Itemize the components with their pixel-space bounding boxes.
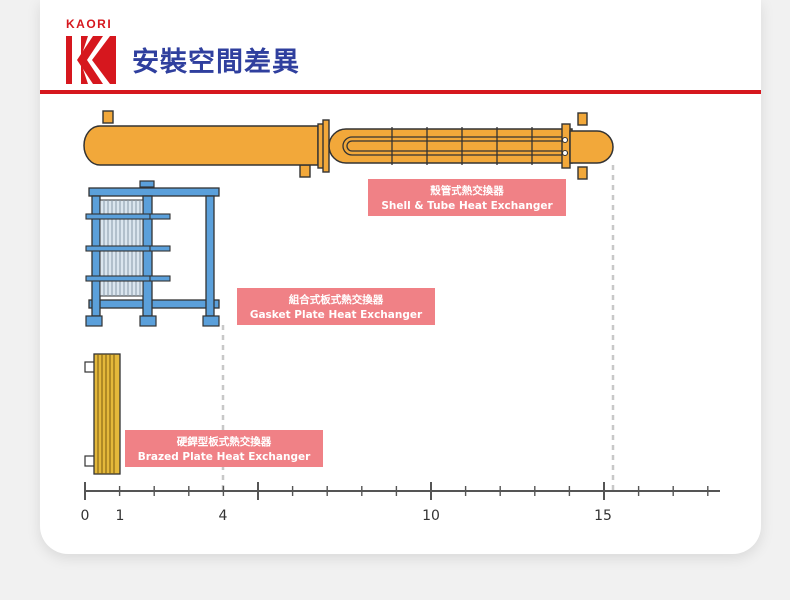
axis-label-4: 4 xyxy=(219,508,228,524)
label-gasket-plate-zh: 組合式板式熱交換器 xyxy=(289,293,384,306)
logo-wordmark: KAORI xyxy=(66,17,113,31)
header-divider xyxy=(40,90,761,94)
label-brazed-plate-zh: 硬銲型板式熱交換器 xyxy=(177,435,272,448)
kaori-logo-icon xyxy=(66,36,116,84)
axis-label-15: 15 xyxy=(594,508,612,524)
axis-ticks xyxy=(84,482,709,500)
label-brazed-plate-en: Brazed Plate Heat Exchanger xyxy=(138,451,311,463)
axis-label-1: 1 xyxy=(116,508,125,524)
axis-label-0: 0 xyxy=(81,508,90,524)
label-shell-tube-zh: 殼管式熱交換器 xyxy=(430,184,504,197)
scale-axis: 0 1 4 10 15 xyxy=(81,482,720,524)
brazed-plate-heat-exchanger-illustration xyxy=(84,353,121,475)
label-shell-tube: 殼管式熱交換器 Shell & Tube Heat Exchanger xyxy=(368,179,566,216)
gasket-plate-heat-exchanger-illustration xyxy=(85,180,220,327)
label-brazed-plate: 硬銲型板式熱交換器 Brazed Plate Heat Exchanger xyxy=(125,430,323,467)
label-shell-tube-en: Shell & Tube Heat Exchanger xyxy=(381,200,553,212)
shell-tube-heat-exchanger-illustration xyxy=(83,110,614,180)
page-title: 安裝空間差異 xyxy=(132,47,300,78)
axis-label-10: 10 xyxy=(422,508,440,524)
label-gasket-plate-en: Gasket Plate Heat Exchanger xyxy=(250,309,423,321)
label-gasket-plate: 組合式板式熱交換器 Gasket Plate Heat Exchanger xyxy=(237,288,435,325)
